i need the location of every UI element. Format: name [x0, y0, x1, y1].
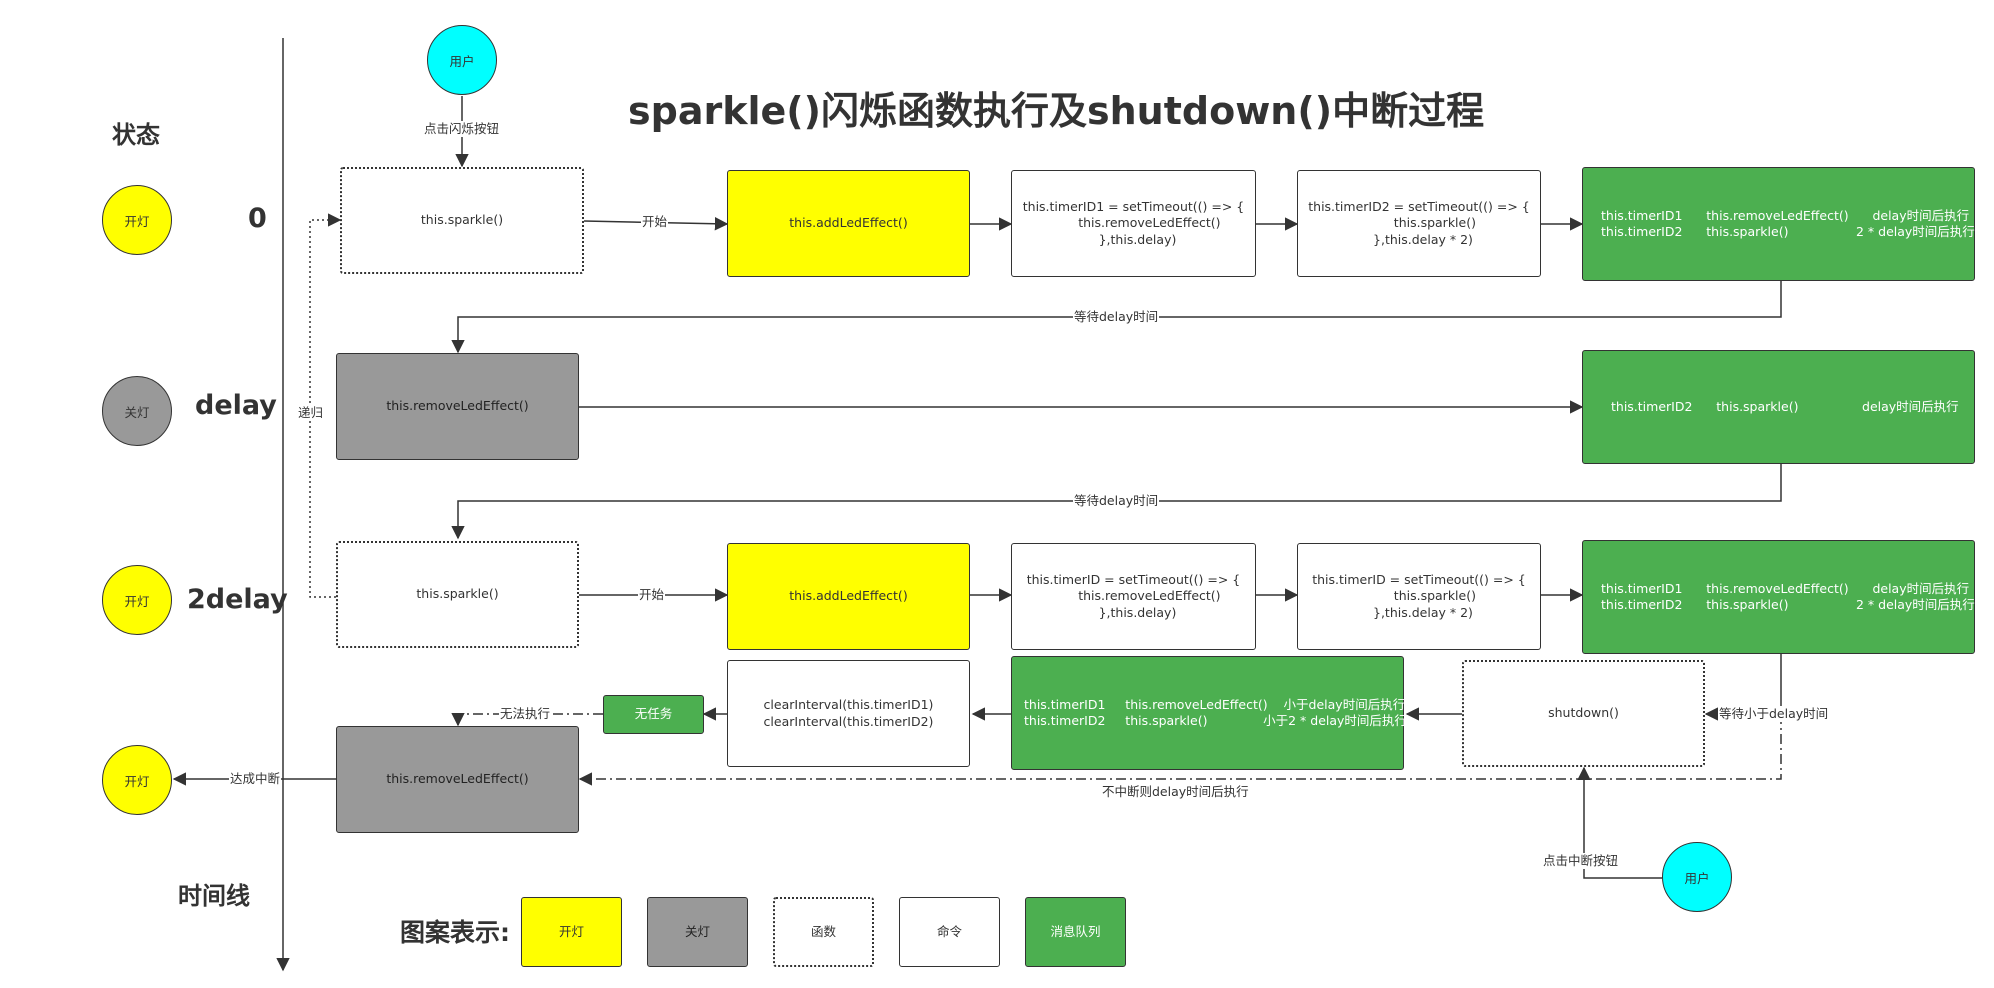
legend-heading: 图案表示: [400, 918, 510, 947]
sparkle-function-box-2: this.sparkle() [336, 541, 579, 648]
label-cannot-execute: 无法执行 [499, 706, 552, 722]
label-start-2: 开始 [638, 587, 666, 603]
message-queue-box-4: this.timerID1 this.removeLedEffect() 小于d… [1011, 656, 1407, 770]
diagram-title: sparkle()闪烁函数执行及shutdown()中断过程 [628, 89, 1485, 133]
state-circle-on-1: 开灯 [102, 185, 172, 255]
shutdown-function-box: shutdown() [1462, 660, 1705, 767]
no-task-box: 无任务 [603, 695, 704, 734]
remove-led-effect-box-1: this.removeLedEffect() [336, 353, 579, 460]
time-label-delay: delay [195, 390, 277, 421]
sparkle-function-box-1: this.sparkle() [340, 167, 584, 274]
timeout1-command-box-2: this.timerID = setTimeout(() => { this.r… [1011, 543, 1256, 650]
edge-user-to-shutdown [1577, 766, 1662, 879]
label-recursion: 递归 [297, 405, 325, 421]
legend-function: 函数 [773, 897, 874, 967]
edge-cannot-execute [451, 712, 603, 727]
label-wait-delay-1: 等待delay时间 [1073, 309, 1160, 325]
label-not-interrupted: 不中断则delay时间后执行 [1102, 784, 1249, 799]
edge-not-interrupted [578, 714, 1782, 786]
state-heading: 状态 [112, 121, 160, 149]
time-label-2delay: 2delay [187, 584, 288, 615]
remove-led-effect-box-2: this.removeLedEffect() [336, 726, 579, 833]
label-start-1: 开始 [641, 214, 669, 230]
add-led-effect-box-1: this.addLedEffect() [727, 170, 970, 277]
legend-off: 关灯 [647, 897, 748, 967]
edge-wait-less [1704, 654, 1782, 721]
label-click-interrupt: 点击中断按钮 [1542, 853, 1620, 869]
timeout2-command-box-1: this.timerID2 = setTimeout(() => { this.… [1297, 170, 1541, 277]
timeout2-command-box-2: this.timerID = setTimeout(() => { this.s… [1297, 543, 1541, 650]
timeline-label: 时间线 [178, 882, 250, 910]
label-wait-delay-2: 等待delay时间 [1073, 493, 1160, 509]
add-led-effect-box-2: this.addLedEffect() [727, 543, 970, 650]
user-circle-bottom: 用户 [1662, 842, 1732, 912]
message-queue-box-3: this.timerID1 this.removeLedEffect() del… [1582, 540, 1975, 654]
clear-interval-command-box: clearInterval(this.timerID1) clearInterv… [727, 660, 970, 767]
message-queue-box-2: this.timerID2 this.sparkle() delay时间后执行 [1582, 350, 1975, 464]
user-circle-top: 用户 [427, 25, 497, 95]
legend-message-queue: 消息队列 [1025, 897, 1126, 967]
timeout1-command-box-1: this.timerID1 = setTimeout(() => { this.… [1011, 170, 1256, 277]
legend-command: 命令 [899, 897, 1000, 967]
state-circle-on-3: 开灯 [102, 745, 172, 815]
state-circle-off: 关灯 [102, 376, 172, 446]
label-wait-less: 等待小于delay时间 [1718, 706, 1830, 722]
state-circle-on-2: 开灯 [102, 565, 172, 635]
legend-on: 开灯 [521, 897, 622, 967]
label-interrupted: 达成中断 [229, 771, 282, 787]
time-label-0: 0 [248, 203, 267, 234]
label-click-sparkle: 点击闪烁按钮 [423, 121, 501, 137]
message-queue-box-1: this.timerID1 this.removeLedEffect() del… [1582, 167, 1975, 281]
